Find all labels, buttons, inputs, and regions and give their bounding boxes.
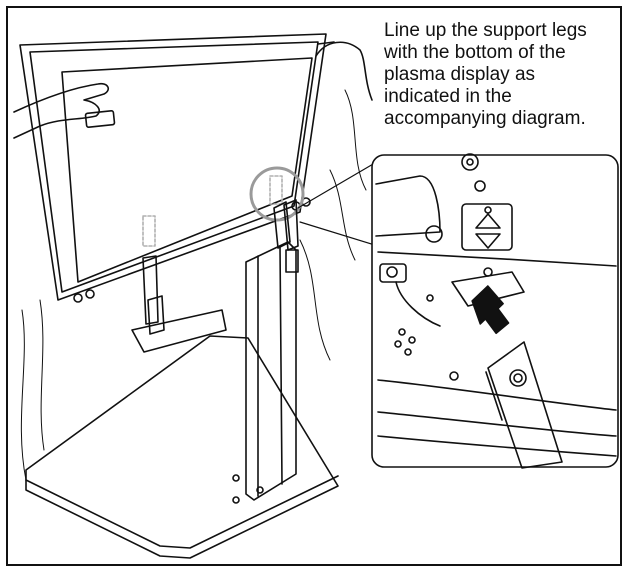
mounting-screw-left <box>73 289 95 303</box>
instruction-line-5: accompanying diagram. <box>384 108 586 129</box>
hole-pattern <box>394 328 416 356</box>
instruction-line-2: with the bottom of the <box>384 42 566 63</box>
stand-base <box>25 335 339 559</box>
instruction-line-3: plasma display as <box>384 64 536 85</box>
plasma-display <box>19 33 327 303</box>
background-shading <box>20 89 367 481</box>
alignment-highlight-circle <box>249 166 305 222</box>
instruction-line-4: indicated in the <box>384 86 512 107</box>
leg-slot-right <box>269 175 283 205</box>
detail-callout <box>371 153 619 469</box>
leg-slot-left <box>142 215 156 247</box>
hand-right <box>315 41 373 101</box>
support-leg-front <box>232 199 299 504</box>
double-triangle-marker-icon <box>461 203 513 251</box>
instruction-text: Line up the support legs with the bottom… <box>384 20 624 130</box>
instruction-line-1: Line up the support legs <box>384 20 587 41</box>
support-leg-rear <box>131 255 227 353</box>
up-right-arrow-icon <box>471 285 510 335</box>
hand-left <box>13 82 110 139</box>
